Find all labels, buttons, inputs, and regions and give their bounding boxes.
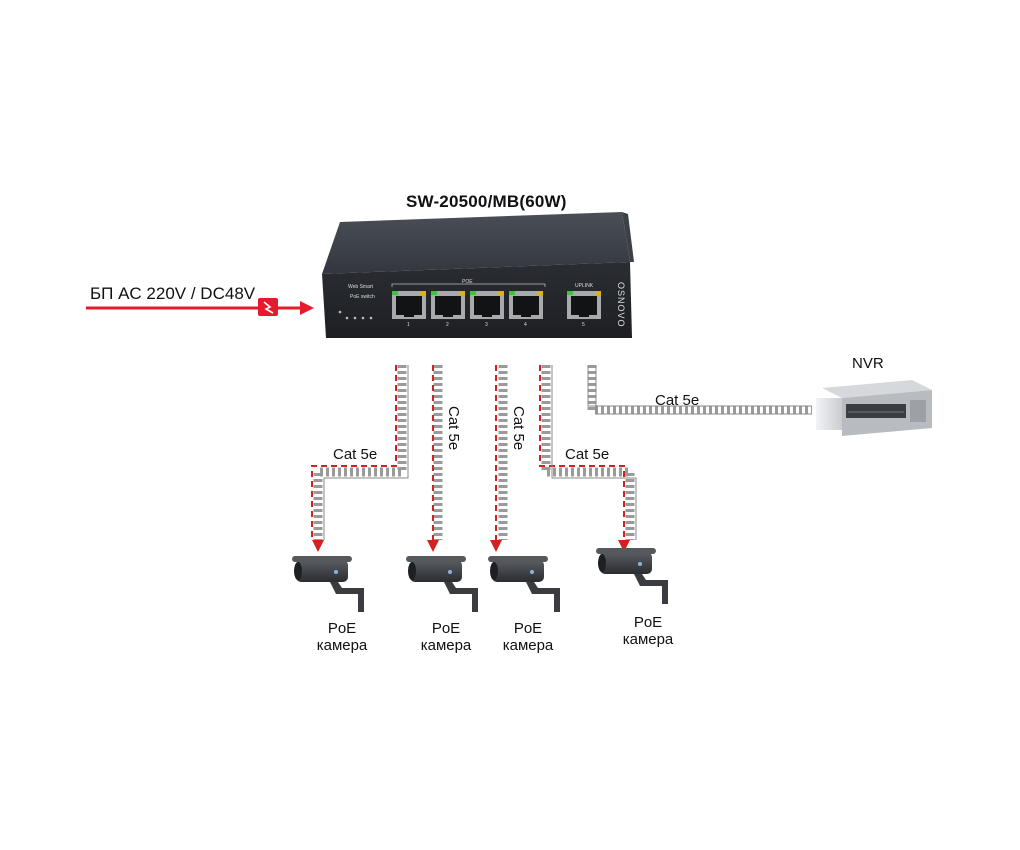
camera-label-3-line1: PoE xyxy=(513,620,543,637)
camera-label-1-line1: PoE xyxy=(327,620,357,637)
nvr-front-face xyxy=(816,398,842,430)
arrowhead-camera-4 xyxy=(618,540,630,552)
power-input-label: БП AC 220V / DC48V xyxy=(90,284,256,303)
poe-switch xyxy=(322,212,634,338)
arrowhead-camera-3 xyxy=(490,540,502,552)
switch-side-face xyxy=(622,212,634,262)
port-number-1: 1 xyxy=(407,322,410,328)
arrowhead-camera-2 xyxy=(427,540,439,552)
camera-label-4-line2: камера xyxy=(622,631,674,648)
cable-label-nvr: Cat 5e xyxy=(655,392,700,409)
cable-camera-4 xyxy=(539,365,637,552)
poe-camera-2 xyxy=(406,556,478,612)
diagram-title: SW-20500/MB(60W) xyxy=(406,192,567,211)
switch-brand-logo: OSNOVO xyxy=(616,282,626,328)
camera-label-3: PoE камера xyxy=(483,620,573,654)
cable-label-camera-4: Cat 5e xyxy=(565,446,610,463)
port-number-5: 5 xyxy=(582,322,585,328)
camera-label-2: PoE камера xyxy=(401,620,491,654)
cable-camera-3 xyxy=(490,365,508,552)
cable-camera-1 xyxy=(311,365,409,552)
poe-camera-4 xyxy=(596,548,668,604)
rj45-port-3 xyxy=(470,291,504,319)
nvr-recorder xyxy=(816,380,932,436)
poe-camera-1 xyxy=(292,556,364,612)
camera-label-1: PoE камера xyxy=(297,620,387,654)
poe-camera-3 xyxy=(488,556,560,612)
cable-label-camera-2: Cat 5e xyxy=(445,406,462,451)
cable-nvr xyxy=(587,365,812,415)
camera-label-3-line2: камера xyxy=(502,637,554,654)
cable-label-camera-1: Cat 5e xyxy=(333,446,378,463)
switch-top-face xyxy=(322,212,630,274)
status-leds xyxy=(338,310,373,320)
rj45-port-2 xyxy=(431,291,465,319)
camera-label-4-line1: PoE xyxy=(633,614,663,631)
switch-poe-label: POE xyxy=(462,279,473,285)
power-input-arrow xyxy=(86,298,314,316)
camera-label-4: PoE камера xyxy=(603,614,693,648)
poe-group-bracket xyxy=(391,283,546,287)
camera-label-2-line2: камера xyxy=(420,637,472,654)
port-number-2: 2 xyxy=(446,322,449,328)
nvr-label: NVR xyxy=(852,355,884,372)
rj45-uplink-port xyxy=(567,291,601,319)
switch-uplink-label: UPLINK xyxy=(575,283,594,289)
power-plug-icon xyxy=(258,298,278,316)
cable-label-camera-3: Cat 5e xyxy=(510,406,527,451)
camera-label-2-line1: PoE xyxy=(431,620,461,637)
rj45-port-1 xyxy=(392,291,426,319)
switch-face-text-1: Web Smart xyxy=(348,284,373,290)
switch-face-text-2: PoE switch xyxy=(350,294,375,300)
rj45-port-4 xyxy=(509,291,543,319)
cable-camera-2 xyxy=(427,365,443,552)
port-number-4: 4 xyxy=(524,322,527,328)
nvr-top-face xyxy=(822,380,932,398)
arrowhead-camera-1 xyxy=(312,540,324,552)
camera-label-1-line2: камера xyxy=(316,637,368,654)
port-number-3: 3 xyxy=(485,322,488,328)
